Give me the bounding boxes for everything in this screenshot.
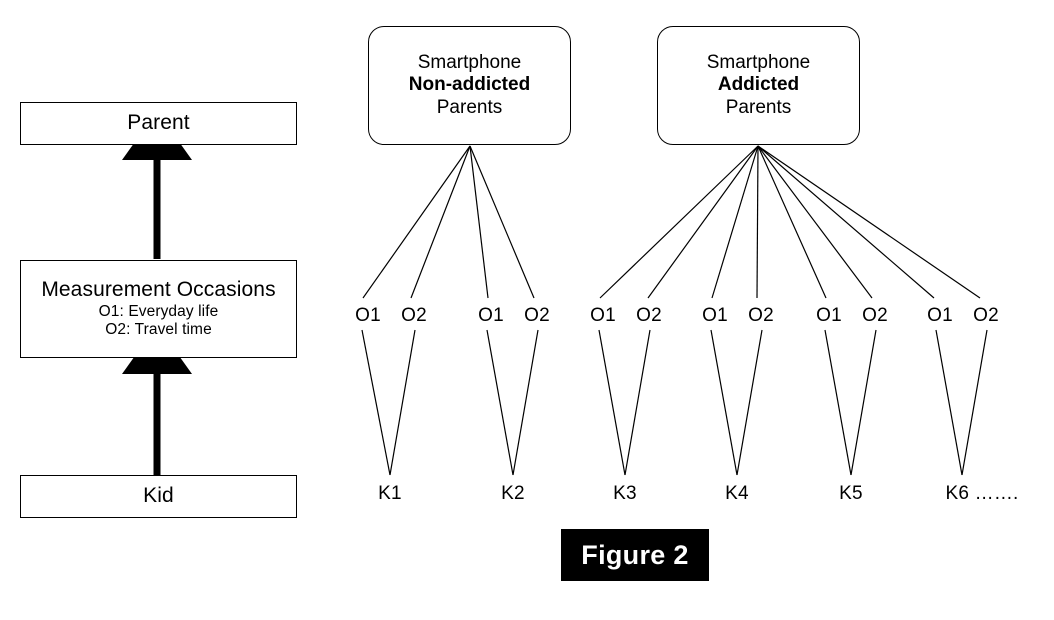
group-line1-addicted: Smartphone (706, 51, 811, 73)
occasion-label-o1-k3: O1 (590, 305, 616, 326)
occasion-label-o2-k6: O2 (973, 305, 999, 326)
occasion-label-o2-k5: O2 (862, 305, 888, 326)
group-line2-non-addicted: Non-addicted (408, 74, 531, 96)
level-subline-o1: O1: Everyday life (98, 303, 219, 321)
edge-nonaddicted-to-o2-k2 (469, 145, 535, 299)
edge-o1-to-k1 (361, 329, 391, 476)
edge-addicted-to-o2-k5 (757, 145, 873, 299)
edge-addicted-to-o1-k3 (599, 145, 759, 299)
edge-nonaddicted-to-o1-k1 (362, 145, 471, 299)
edge-nonaddicted-to-o1-k2 (469, 145, 489, 299)
fan-edges-addicted (599, 145, 981, 299)
group-line3-addicted: Parents (725, 96, 792, 118)
occasion-label-o1-k5: O1 (816, 305, 842, 326)
edge-o1-to-k4 (710, 329, 738, 476)
edge-o1-to-k5 (824, 329, 852, 476)
kid-label-k6: K6 ……. (945, 483, 1019, 504)
occasion-label-o1-k4: O1 (702, 305, 728, 326)
figure-caption: Figure 2 (561, 529, 709, 581)
level-box-measurement-occasions: Measurement Occasions O1: Everyday life … (20, 260, 297, 358)
occasion-label-o1-k1: O1 (355, 305, 381, 326)
edge-addicted-to-o1-k4 (711, 145, 759, 299)
v-edges-occasions-to-kids (361, 329, 988, 476)
occasion-label-o1-k2: O1 (478, 305, 504, 326)
occasion-label-o2-k3: O2 (636, 305, 662, 326)
edge-addicted-to-o2-k3 (647, 145, 759, 299)
level-title-measurement-occasions: Measurement Occasions (41, 278, 276, 302)
kid-label-k4: K4 (725, 483, 749, 504)
group-box-addicted: Smartphone Addicted Parents (657, 26, 860, 145)
occasion-label-o2-k2: O2 (524, 305, 550, 326)
group-line2-addicted: Addicted (717, 74, 800, 96)
edge-o1-to-k2 (486, 329, 514, 476)
level-box-kid: Kid (20, 475, 297, 518)
occasion-label-o1-k6: O1 (927, 305, 953, 326)
edge-addicted-to-o1-k5 (757, 145, 827, 299)
edge-addicted-to-o2-k4 (756, 145, 759, 299)
edge-o2-to-k5 (850, 329, 877, 476)
fan-edges-non-addicted (362, 145, 535, 299)
level-box-parent: Parent (20, 102, 297, 145)
occasion-label-o2-k1: O2 (401, 305, 427, 326)
edge-o1-to-k6 (935, 329, 963, 476)
edge-o2-to-k4 (736, 329, 763, 476)
level-title-kid: Kid (143, 484, 174, 508)
kid-label-k1: K1 (378, 483, 402, 504)
kid-label-k2: K2 (501, 483, 525, 504)
edge-o1-to-k3 (598, 329, 626, 476)
occasion-label-o2-k4: O2 (748, 305, 774, 326)
edge-o2-to-k3 (624, 329, 651, 476)
group-line1-non-addicted: Smartphone (417, 51, 522, 73)
edge-o2-to-k6 (961, 329, 988, 476)
edge-o2-to-k2 (512, 329, 539, 476)
level-title-parent: Parent (127, 111, 190, 135)
kid-label-k3: K3 (613, 483, 637, 504)
level-subline-o2: O2: Travel time (105, 321, 212, 339)
group-box-non-addicted: Smartphone Non-addicted Parents (368, 26, 571, 145)
edge-addicted-to-o2-k6 (757, 145, 981, 299)
edge-addicted-to-o1-k6 (757, 145, 935, 299)
group-line3-non-addicted: Parents (436, 96, 503, 118)
kid-label-k5: K5 (839, 483, 863, 504)
edge-o2-to-k1 (389, 329, 416, 476)
edge-nonaddicted-to-o2-k1 (410, 145, 471, 299)
